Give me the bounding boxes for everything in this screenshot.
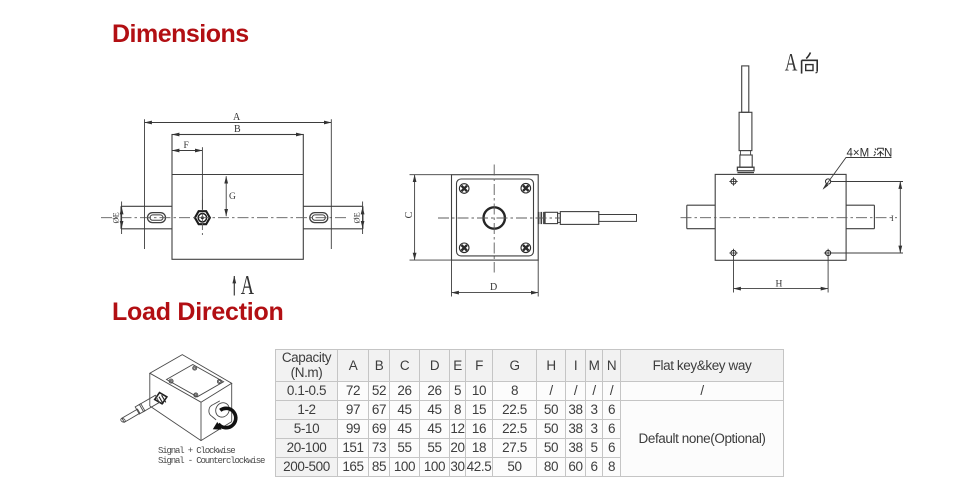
svg-text:N: N [884, 147, 892, 159]
svg-text:F: F [184, 141, 189, 151]
svg-text:B: B [234, 124, 241, 135]
svg-text:C: C [404, 211, 415, 218]
svg-text:A: A [785, 49, 798, 77]
svg-text:H: H [776, 280, 783, 290]
svg-text:A: A [233, 112, 241, 123]
svg-text:ØE: ØE [352, 212, 362, 223]
svg-text:A: A [241, 269, 255, 299]
svg-text:G: G [229, 192, 236, 202]
svg-text:D: D [490, 282, 497, 293]
svg-text:I: I [891, 214, 894, 223]
svg-text:ØE: ØE [111, 212, 121, 223]
svg-text:4×M: 4×M [847, 147, 870, 159]
